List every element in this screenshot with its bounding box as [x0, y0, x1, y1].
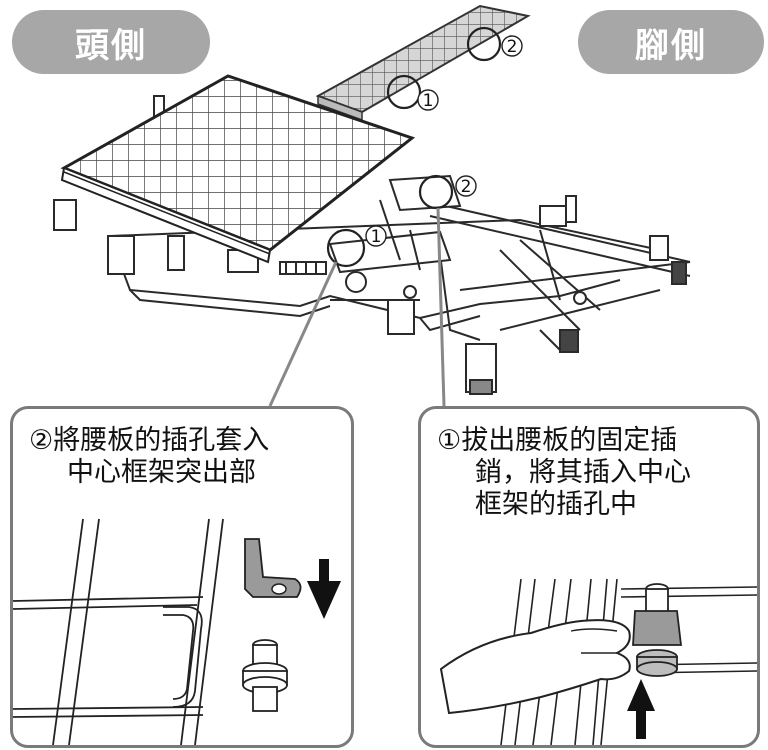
step-2-line-1: ②將腰板的插孔套入 [29, 425, 270, 456]
step-1-text: ①拔出腰板的固定插 銷，將其插入中心 框架的插孔中 [437, 425, 691, 521]
bracket-tab [244, 538, 302, 598]
step-2-text: ②將腰板的插孔套入 中心框架突出部 [29, 425, 269, 489]
marker-2-lower: 2 [418, 174, 477, 210]
leader-line-left [268, 261, 338, 407]
base-frame [53, 95, 691, 395]
foot-side-text: 腳側 [635, 25, 707, 66]
step-1-line-1: ①拔出腰板的固定插 [437, 425, 678, 456]
marker-2-upper-label: 2 [507, 37, 518, 57]
fixing-pin [632, 583, 683, 677]
marker-1-upper-label: 1 [423, 91, 434, 111]
step-2-illustration [13, 518, 341, 745]
marker-1-lower: 1 [326, 225, 387, 268]
head-side-label: 頭側 [12, 10, 210, 74]
foot-side-label: 腳側 [578, 10, 764, 74]
head-side-text: 頭側 [75, 25, 147, 66]
marker-1-upper: 1 [386, 74, 439, 111]
waist-board [315, 4, 531, 122]
marker-2-upper: 2 [466, 26, 523, 62]
head-board [60, 74, 416, 264]
hand [439, 619, 631, 715]
center-pin [242, 639, 288, 712]
marker-2-lower-label: 2 [461, 177, 472, 197]
down-arrow [307, 559, 341, 619]
step-1-illustration [439, 578, 757, 745]
leader-line-right [436, 207, 446, 407]
up-arrow [627, 679, 655, 739]
step-2-line-2: 中心框架突出部 [67, 457, 256, 488]
step-2-panel: ②將腰板的插孔套入 中心框架突出部 [10, 406, 354, 748]
marker-1-lower-label: 1 [371, 227, 382, 247]
step-1-panel: ①拔出腰板的固定插 銷，將其插入中心 框架的插孔中 [418, 406, 760, 748]
step-1-line-2: 銷，將其插入中心 [475, 457, 691, 488]
step-1-line-3: 框架的插孔中 [475, 489, 637, 520]
